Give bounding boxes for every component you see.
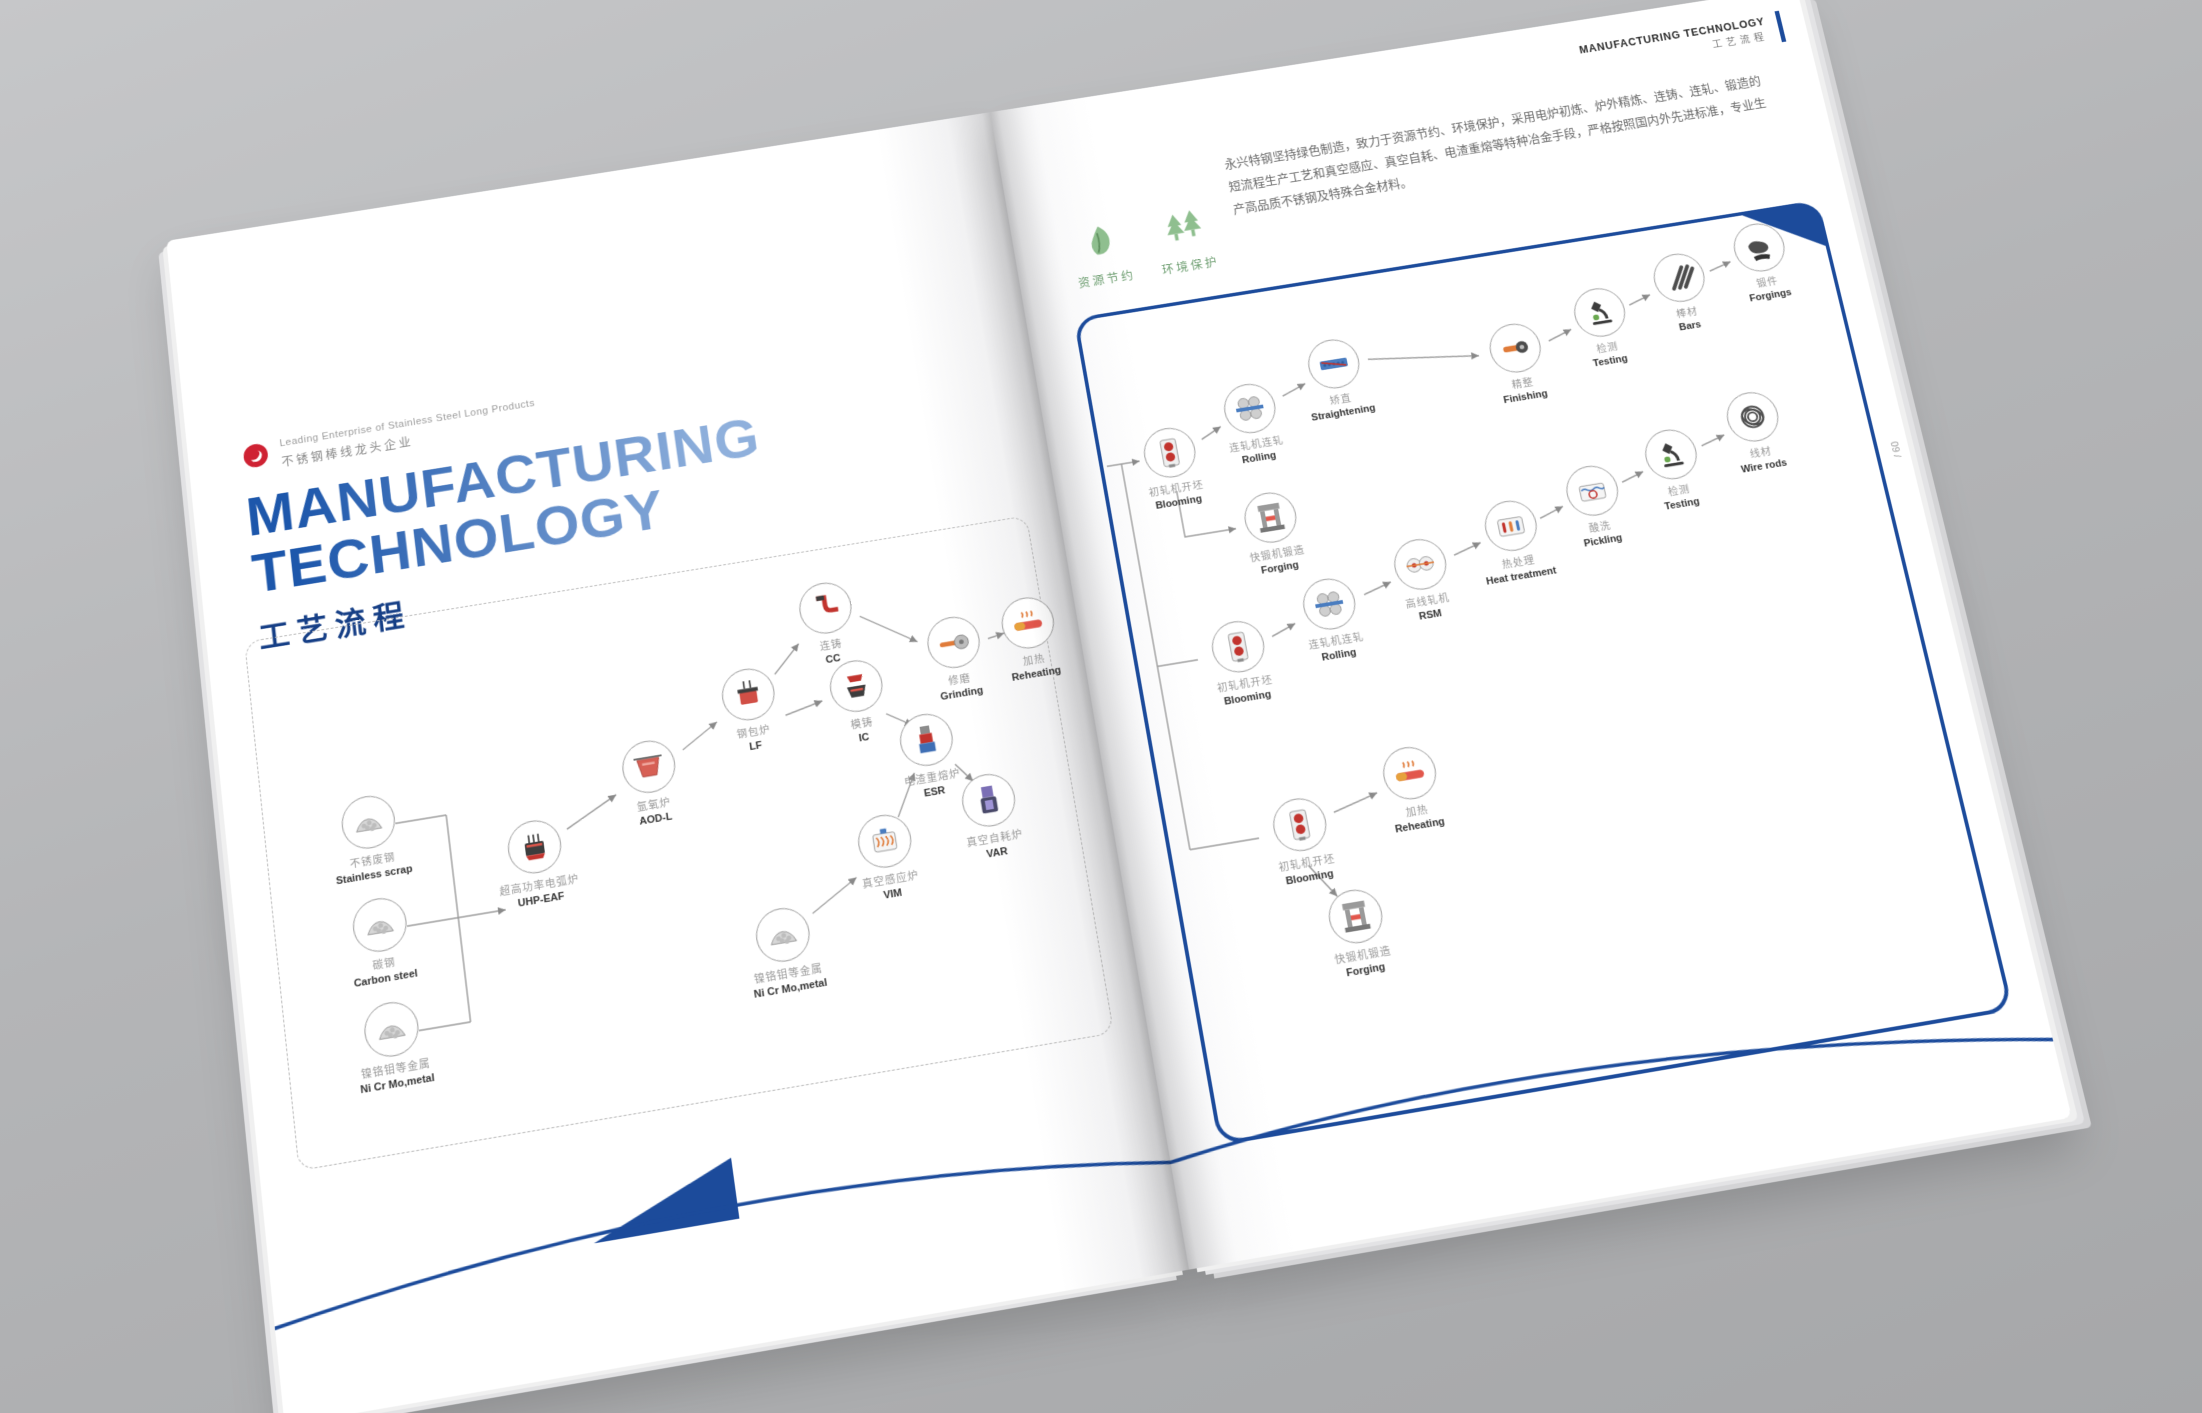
flow-node-label-en: Bars bbox=[1678, 319, 1703, 334]
flow-node-label-zh: 加热 bbox=[1404, 804, 1430, 820]
flow-node-label-en: LF bbox=[748, 739, 763, 753]
wire-rods-icon bbox=[1721, 388, 1784, 446]
flow-node-label-zh: 修磨 bbox=[947, 673, 972, 688]
flow-node-label-zh: 检测 bbox=[1667, 484, 1692, 499]
right-page: MANUFACTURING TECHNOLOGY 工艺流程 资源节约 环境保护 bbox=[990, 0, 2072, 1270]
flow-node-label-en: RSM bbox=[1418, 607, 1443, 623]
straightening-icon bbox=[1303, 335, 1364, 393]
var-furnace-icon bbox=[958, 770, 1019, 831]
flow-node-label-en: Reheating bbox=[1394, 816, 1446, 836]
reheating-icon bbox=[1378, 743, 1441, 804]
left-page: Leading Enterprise of Stainless Steel Lo… bbox=[166, 112, 1189, 1413]
eaf-furnace-icon bbox=[504, 816, 565, 878]
forging-press-icon bbox=[1324, 885, 1387, 948]
flow-node-label-zh: 高线轧机 bbox=[1404, 592, 1451, 611]
flow-node-label-zh: 检测 bbox=[1595, 341, 1620, 356]
forging-press-icon bbox=[1240, 488, 1301, 547]
forgings-icon bbox=[1729, 220, 1790, 276]
scrap-pile-icon bbox=[339, 792, 398, 853]
flow-node-label-zh: 线材 bbox=[1749, 446, 1774, 461]
bars-icon bbox=[1649, 250, 1710, 306]
blooming-mill-icon bbox=[1268, 794, 1331, 856]
vim-furnace-icon bbox=[854, 810, 915, 872]
flow-node-label-zh: 棒材 bbox=[1675, 306, 1700, 321]
flow-node-label-en: Pickling bbox=[1582, 532, 1624, 550]
flow-node-label-en: Carbon steel bbox=[353, 967, 419, 990]
flow-node-label-en: VAR bbox=[985, 845, 1009, 861]
flow-node-label-zh: 加热 bbox=[1022, 653, 1047, 668]
grinding-icon bbox=[923, 613, 984, 672]
flow-node-label-zh: 锻件 bbox=[1755, 276, 1780, 290]
finishing-icon bbox=[1485, 320, 1546, 377]
flow-node-label-zh: 酸洗 bbox=[1588, 520, 1613, 535]
flow-node-label-zh: 精整 bbox=[1511, 377, 1535, 392]
blooming-mill-icon bbox=[1207, 617, 1269, 677]
rolling-mill-icon bbox=[1220, 380, 1280, 437]
reheating-icon bbox=[997, 593, 1058, 653]
flow-node-label-en: Reheating bbox=[1011, 664, 1062, 684]
flow-node-label-en: Wire rods bbox=[1740, 457, 1789, 476]
continuous-casting-icon bbox=[795, 578, 856, 638]
flow-node-label-zh: 连铸 bbox=[819, 638, 844, 653]
flow-node-label-zh: 钢包炉 bbox=[736, 724, 772, 741]
testing-icon bbox=[1640, 425, 1702, 483]
ingot-casting-icon bbox=[826, 656, 887, 716]
flow-node-label-en: Forgings bbox=[1748, 287, 1793, 305]
lf-furnace-icon bbox=[718, 664, 778, 725]
esr-furnace-icon bbox=[896, 710, 957, 770]
flow-node-label-en: VIM bbox=[882, 887, 903, 902]
scrap-pile-icon bbox=[350, 894, 410, 956]
heat-treatment-icon bbox=[1480, 497, 1542, 555]
brochure-spread: Leading Enterprise of Stainless Steel Lo… bbox=[166, 0, 2072, 1413]
scrap-pile-icon bbox=[361, 998, 422, 1061]
flow-node-label-en: Finishing bbox=[1502, 388, 1549, 406]
flow-node-label-zh: 矫直 bbox=[1329, 393, 1353, 407]
pickling-icon bbox=[1561, 462, 1623, 520]
aod-ladle-icon bbox=[619, 736, 679, 797]
blooming-mill-icon bbox=[1139, 424, 1200, 482]
rsm-mill-icon bbox=[1389, 535, 1451, 594]
scrap-pile-icon bbox=[752, 904, 814, 966]
red-swirl-logo-icon bbox=[241, 440, 271, 471]
flow-node-label-en: Grinding bbox=[939, 684, 984, 703]
brand-block: Leading Enterprise of Stainless Steel Lo… bbox=[241, 398, 538, 475]
flow-node-label-zh: 碳钢 bbox=[372, 956, 397, 973]
rolling-mill-icon bbox=[1298, 574, 1360, 634]
testing-icon bbox=[1569, 284, 1630, 341]
